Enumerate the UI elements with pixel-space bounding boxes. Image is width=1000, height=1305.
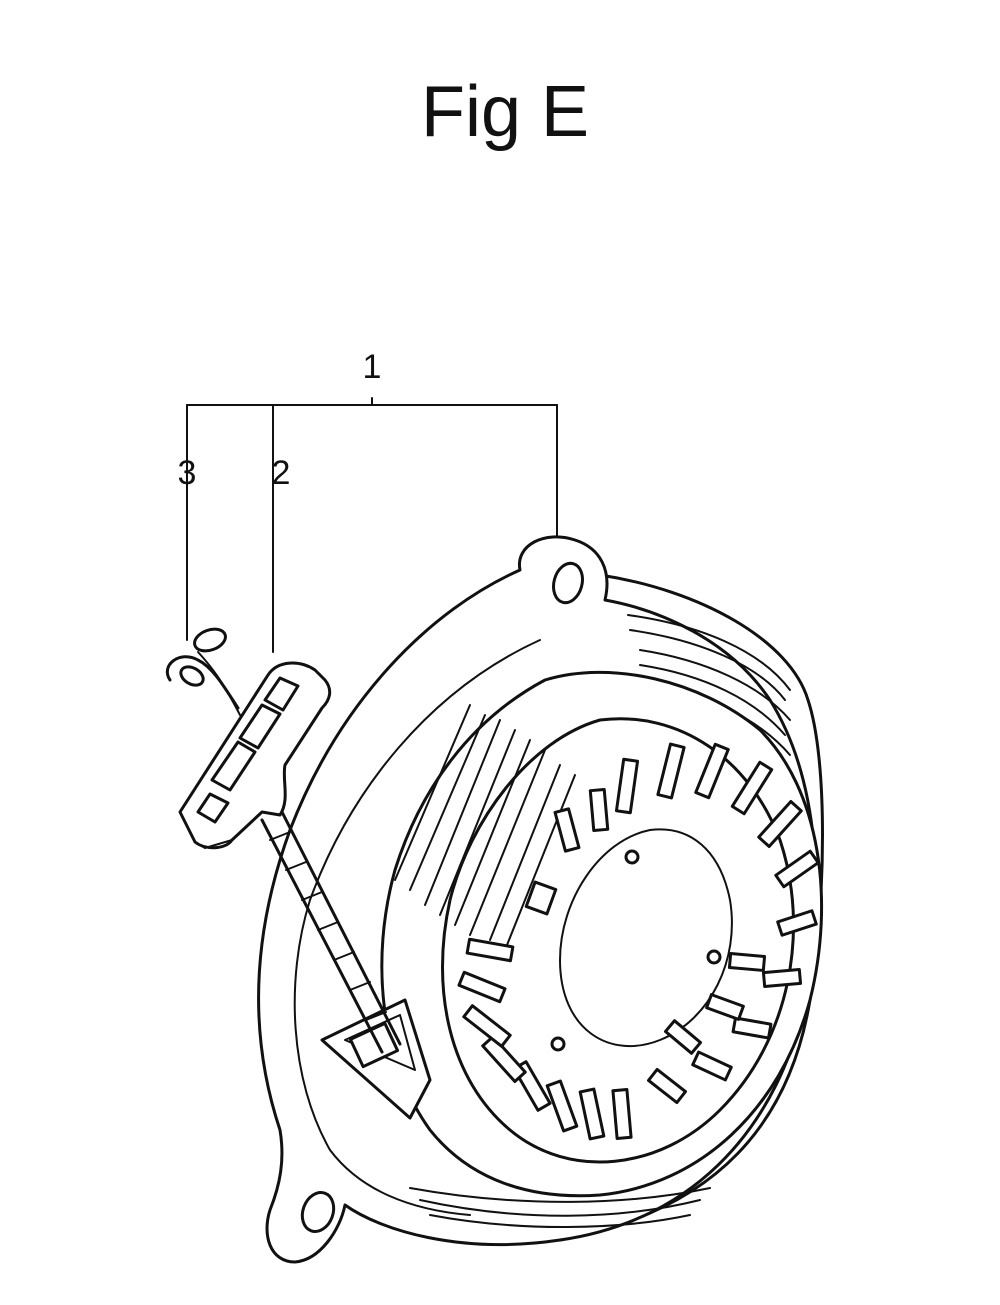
callout-label-2: 2 bbox=[272, 454, 291, 492]
rope-knot bbox=[166, 627, 241, 716]
callout-label-1: 1 bbox=[363, 348, 382, 386]
callout-leaders bbox=[186, 397, 558, 653]
figure-title: Fig E bbox=[420, 72, 590, 152]
starter-housing bbox=[257, 535, 824, 1264]
rope-guide-eyelet bbox=[348, 1021, 400, 1069]
starter-grip bbox=[178, 661, 332, 850]
mounting-hole-lower bbox=[300, 1191, 336, 1233]
mounting-hole-upper bbox=[552, 561, 584, 605]
callout-label-3: 3 bbox=[178, 454, 197, 492]
cover-vents bbox=[457, 742, 820, 1141]
starter-rope bbox=[260, 810, 402, 1054]
